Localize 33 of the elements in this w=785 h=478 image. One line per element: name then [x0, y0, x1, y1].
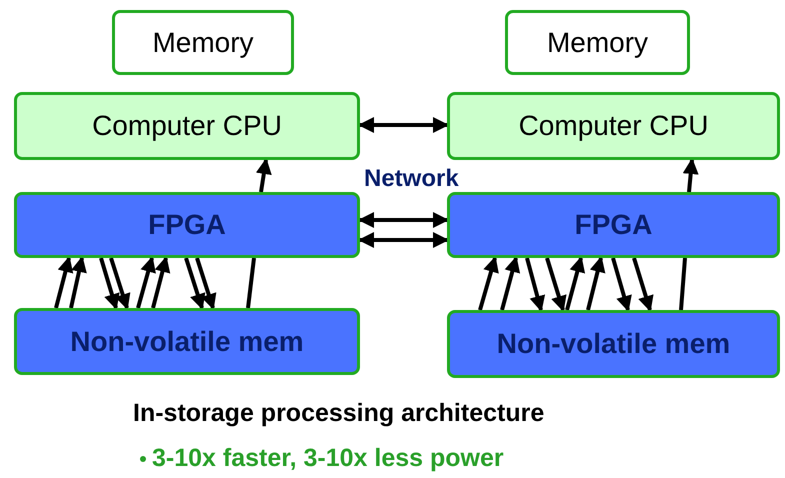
process-box: Non-volatile mem: [14, 308, 360, 375]
arrow: [611, 257, 632, 312]
cpu-box: Computer CPU: [447, 92, 780, 160]
arrow: [632, 257, 654, 312]
bullet-point-text: 3-10x faster, 3-10x less power: [152, 443, 504, 473]
arrow: [358, 212, 449, 228]
arrow: [586, 256, 606, 310]
arrow: [500, 256, 520, 311]
process-box: FPGA: [14, 192, 360, 258]
arrow: [565, 256, 586, 311]
connector-line: [246, 258, 256, 308]
process-box: FPGA: [447, 192, 780, 258]
arrow: [54, 256, 74, 308]
process-box: Non-volatile mem: [447, 310, 780, 378]
arrow: [358, 232, 449, 248]
arrow: [151, 256, 170, 308]
arrow: [478, 256, 499, 311]
arrow: [69, 256, 87, 308]
arrow: [184, 257, 206, 310]
arrow: [109, 257, 130, 310]
arrow: [195, 257, 216, 310]
arrow: [136, 256, 156, 309]
memory-box: Memory: [112, 10, 294, 75]
arrow: [358, 117, 449, 133]
caption-text: In-storage processing architecture: [133, 398, 544, 428]
memory-box: Memory: [505, 10, 690, 75]
connector-line: [679, 258, 687, 310]
arrow: [682, 158, 699, 192]
arrow: [525, 257, 546, 312]
arrow: [256, 158, 272, 192]
arrow: [545, 257, 567, 312]
cpu-box: Computer CPU: [14, 92, 360, 160]
arrow: [99, 257, 120, 310]
